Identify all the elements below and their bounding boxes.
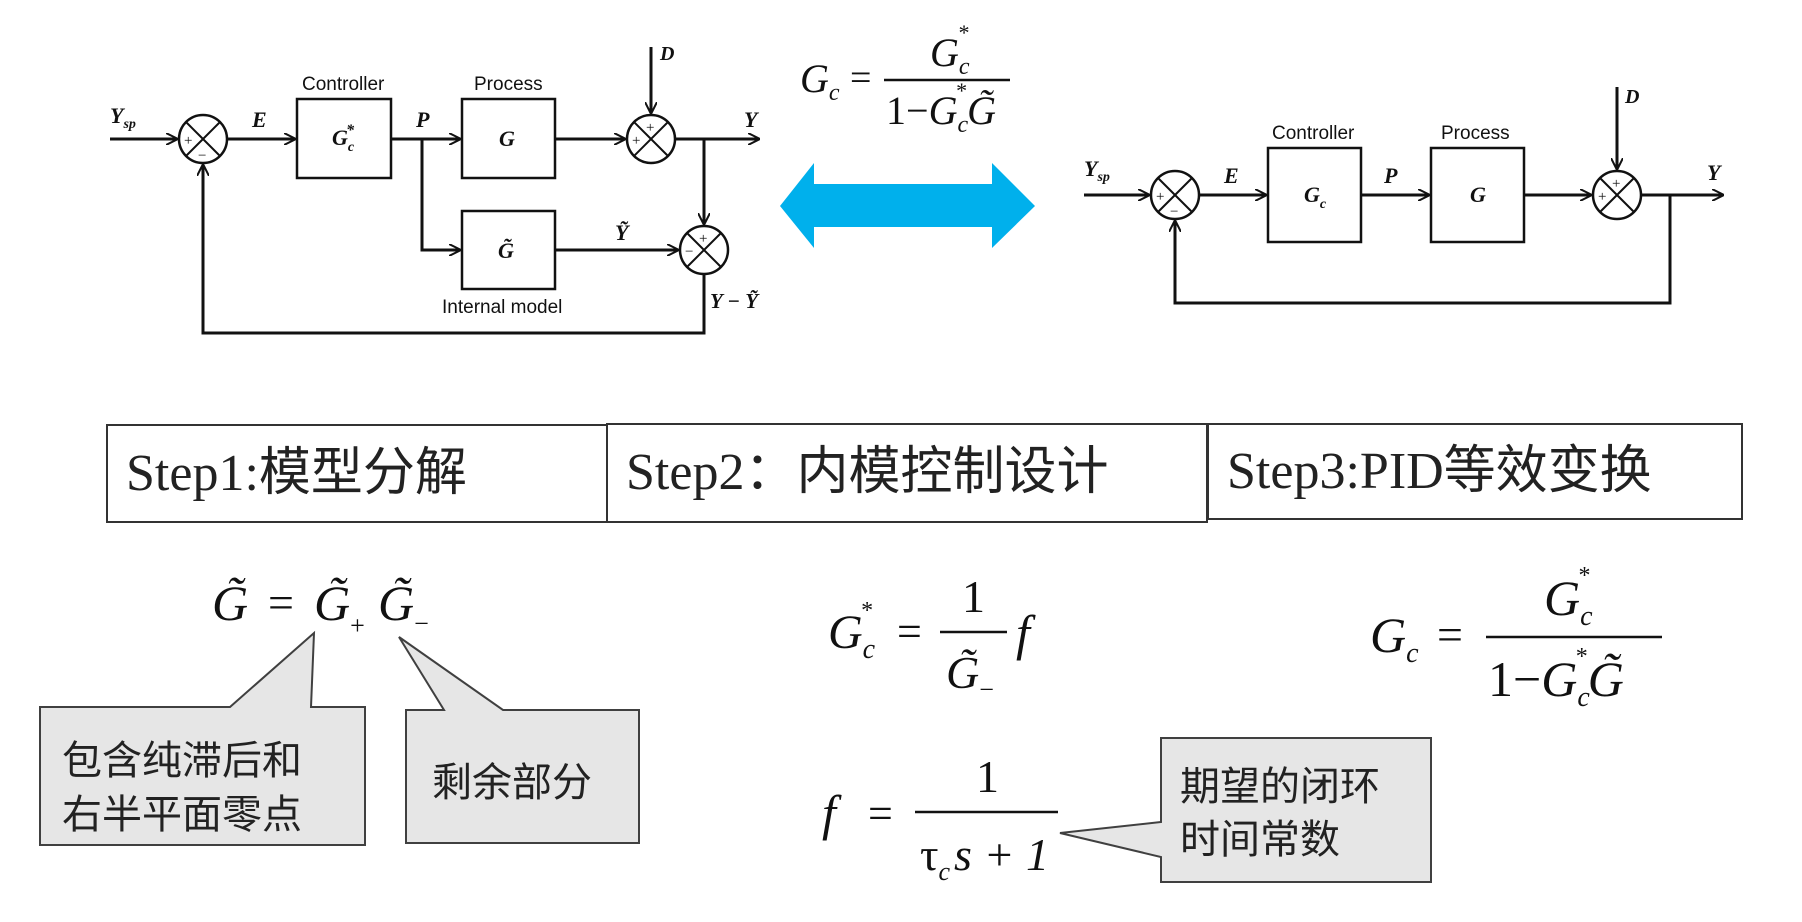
filter-equals: = <box>868 789 893 838</box>
internal-model-title: Internal model <box>442 297 562 318</box>
callout-plus-part: 包含纯滞后和 右半平面零点 <box>39 630 366 846</box>
imc-denominator: G̃− <box>946 647 994 704</box>
pid-equals: = <box>1437 609 1463 660</box>
model-comparator-plus: + <box>699 231 707 247</box>
step1-label: Step1:模型分解 <box>126 444 467 502</box>
internal-model-symbol: G̃ <box>498 238 514 263</box>
error-label: E <box>251 107 267 132</box>
filter-denominator: τcs + 1 <box>920 829 1049 886</box>
model-minus-part: G̃− <box>378 575 429 638</box>
process-title: Process <box>474 74 543 95</box>
callout-tau-c: 期望的闭环 时间常数 <box>1059 737 1432 883</box>
classic-error-label: E <box>1223 163 1239 188</box>
classic-feedback-diagram <box>1084 87 1723 305</box>
step2-label: Step2：内模控制设计 <box>626 444 1109 501</box>
classic-manipulated-label: P <box>1383 163 1398 188</box>
model-plus-part: G̃+ <box>314 575 365 640</box>
comparator-minus-sign: − <box>198 148 206 164</box>
classic-disturbance-label: D <box>1624 86 1639 108</box>
decomp-equals: = <box>268 577 294 628</box>
pid-numerator: Gc* <box>1544 563 1593 632</box>
imc-controller-symbol: Gc* <box>332 122 355 155</box>
setpoint-label: Ysp <box>110 103 136 132</box>
callout-tau-line1: 期望的闭环 <box>1180 764 1380 810</box>
callout-tau-line2: 时间常数 <box>1180 817 1340 863</box>
step3-box: Step3:PID等效变换 <box>1207 423 1743 520</box>
feedback-path <box>203 165 706 335</box>
imc-equals: = <box>897 607 922 656</box>
filter-formula: f = 1 τcs + 1 <box>822 751 1058 886</box>
equivalence-double-arrow <box>780 163 1035 248</box>
model-input-branch <box>420 139 460 250</box>
classic-comparator-minus: − <box>1170 204 1178 220</box>
eq-lhs: Gc <box>800 56 840 106</box>
callout-minus-part: 剩余部分 <box>398 636 640 844</box>
step3-label: Step3:PID等效变换 <box>1227 442 1652 500</box>
imc-diagram-labels: Ysp E Controller Gc* P Process G G̃ Inte… <box>110 43 760 318</box>
imc-filter-term: f <box>1016 605 1036 661</box>
eq-equals: = <box>850 57 871 99</box>
classic-process-symbol: G <box>1470 182 1486 207</box>
step1-box: Step1:模型分解 <box>106 424 608 523</box>
filter-lhs: f <box>822 785 842 841</box>
controller-title: Controller <box>302 74 385 95</box>
classic-setpoint-label: Ysp <box>1084 156 1110 185</box>
disturbance-sum-plus-left: + <box>632 133 640 149</box>
model-symbol: G̃ <box>212 575 248 631</box>
classic-controller-title: Controller <box>1272 123 1355 144</box>
comparator-plus-sign: + <box>184 133 192 149</box>
imc-lhs: Gc* <box>828 598 876 665</box>
disturbance-sum-plus-top: + <box>646 120 654 136</box>
decomposition-formula: G̃ = G̃+ G̃− <box>212 575 429 640</box>
eq-denominator: 1−Gc*G̃ <box>886 78 996 138</box>
process-symbol: G <box>499 126 515 151</box>
callout-plus-line1: 包含纯滞后和 <box>62 738 302 784</box>
imc-block-diagram <box>110 47 759 335</box>
callout-minus-line1: 剩余部分 <box>432 760 592 806</box>
disturbance-label: D <box>659 43 674 65</box>
classic-feedback-path <box>1175 195 1672 305</box>
classic-output-label: Y <box>1707 160 1723 185</box>
imc-numerator: 1 <box>962 571 985 622</box>
classic-diagram-labels: Ysp E Controller Gc P Process G D Y + − … <box>1084 86 1723 220</box>
classic-controller-symbol: Gc <box>1304 182 1327 212</box>
model-output-label: Ỹ <box>615 220 631 245</box>
pid-equivalent-formula: Gc = Gc* 1−Gc*G̃ <box>1370 563 1662 713</box>
pid-denominator: 1−Gc*G̃ <box>1488 644 1624 713</box>
imc-controller-formula: Gc* = 1 G̃− f <box>828 571 1036 704</box>
classic-comparator-plus: + <box>1156 189 1164 205</box>
filter-numerator: 1 <box>976 751 999 802</box>
classic-sum-plus-left: + <box>1598 189 1606 205</box>
eq-numerator: Gc* <box>930 20 970 80</box>
equivalence-formula: Gc = Gc* 1−Gc*G̃ <box>800 20 1010 138</box>
classic-process-title: Process <box>1441 123 1510 144</box>
feedback-signal-label: Y − Ỹ <box>710 289 760 313</box>
classic-sum-plus-top: + <box>1612 176 1620 192</box>
callout-plus-line2: 右半平面零点 <box>62 792 302 838</box>
output-label: Y <box>744 107 760 132</box>
manipulated-variable-label: P <box>415 107 430 132</box>
step2-box: Step2：内模控制设计 <box>606 423 1208 523</box>
pid-lhs: Gc <box>1370 607 1419 669</box>
model-comparator-minus: − <box>685 244 693 260</box>
